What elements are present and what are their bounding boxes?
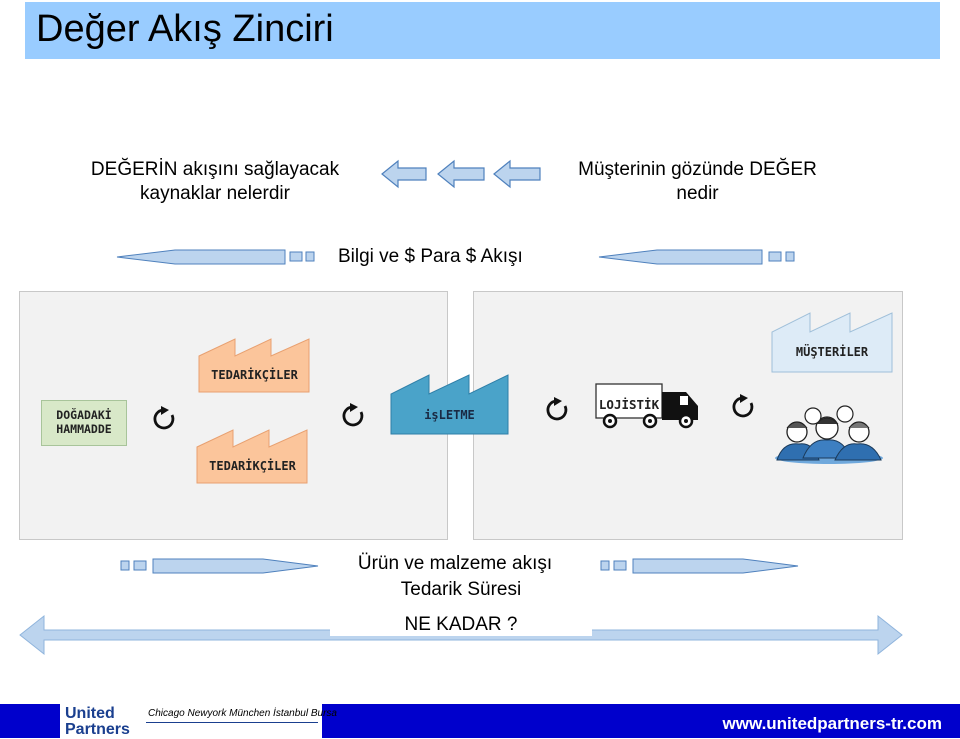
raw-material-line1: DOĞADAKİ [56, 408, 112, 422]
logo-text-united: United [65, 705, 115, 722]
raw-material-box: DOĞADAKİ HAMMADDE [41, 400, 127, 446]
logistics-label: LOJİSTİK [598, 397, 660, 412]
left-arrow-icon [493, 159, 541, 189]
value-direction-arrows [381, 159, 541, 189]
info-money-flow-label: Bilgi ve $ Para $ Akışı [338, 246, 523, 267]
cycle-arrow-icon [153, 406, 175, 430]
cycle-arrow-icon [342, 403, 364, 427]
customer-building-icon [771, 312, 893, 373]
info-flow-arrow-right [598, 249, 795, 265]
supplier-factory-bottom-icon [196, 429, 308, 484]
resources-question-line2: kaynaklar nelerdir [140, 183, 290, 204]
product-flow-label: Ürün ve malzeme akışı [357, 553, 553, 574]
operation-factory-icon [390, 374, 509, 435]
lead-time-label: Tedarik Süresi [400, 579, 522, 600]
cycle-arrow-icon [546, 397, 568, 421]
raw-material-line2: HAMMADDE [56, 422, 112, 436]
truck-icon [595, 383, 698, 429]
logo-divider [146, 722, 318, 723]
operation-label: işLETME [424, 408, 475, 422]
value-question-line1: Müşterinin gözünde DEĞER [578, 159, 817, 180]
customers-label: MÜŞTERİLER [795, 345, 869, 359]
product-flow-arrow-left [120, 558, 319, 574]
office-cities: Chicago Newyork München İstanbul Bursa [148, 708, 337, 719]
footer-logo-area: United Partners [60, 704, 322, 738]
logo-text-partners: Partners [65, 721, 130, 738]
left-arrow-icon [381, 159, 427, 189]
resources-question: DEĞERİN akışını sağlayacak kaynaklar nel… [70, 158, 360, 206]
info-flow-arrow-left [116, 249, 315, 265]
page-title: Değer Akış Zinciri [36, 8, 334, 50]
supplier-factory-top-icon [198, 338, 310, 393]
value-question-line2: nedir [676, 183, 719, 204]
left-arrow-icon [437, 159, 485, 189]
value-question: Müşterinin gözünde DEĞER nedir [555, 158, 840, 206]
suppliers-bottom-label: TEDARİKÇİLER [209, 459, 296, 473]
title-bar [25, 2, 940, 59]
resources-question-line1: DEĞERİN akışını sağlayacak [90, 159, 340, 180]
how-long-label: NE KADAR ? [330, 614, 592, 636]
customers-group-icon [775, 405, 883, 464]
product-flow-arrow-right [600, 558, 799, 574]
cycle-arrow-icon [732, 394, 754, 418]
suppliers-top-label: TEDARİKÇİLER [211, 368, 298, 382]
website-link[interactable]: www.unitedpartners-tr.com [722, 714, 942, 733]
